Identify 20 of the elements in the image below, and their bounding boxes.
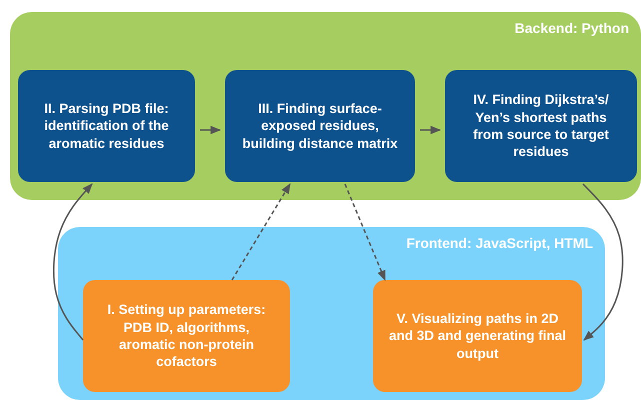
box-label: II. Parsing PDB file: identification of the aromatic residues [43,100,170,152]
arrow [344,184,386,281]
process-box [225,70,415,182]
frontend-panel [58,227,605,400]
arrow [582,183,624,341]
arrow [200,126,222,134]
arrow [231,183,291,280]
arrow [420,126,442,134]
process-box [373,280,582,392]
box-label: IV. Finding Dijkstra’s/ Yen’s shortest paths from source to target residues [472,91,610,161]
panel-title: Frontend: JavaScript, HTML [406,235,593,251]
box-label: I. Setting up parameters: PDB ID, algorithms, aromatic non-protein cofactors [106,301,267,371]
backend-panel [10,12,641,200]
arrow [52,183,93,340]
box-label: III. Finding surface-exposed residues, building distance matrix [241,100,399,152]
box-label: V. Visualizing paths in 2D and 3D and generating final output [388,310,568,362]
process-box [18,70,195,182]
process-box [83,280,290,392]
panel-title: Backend: Python [514,20,629,36]
process-box [445,70,637,182]
